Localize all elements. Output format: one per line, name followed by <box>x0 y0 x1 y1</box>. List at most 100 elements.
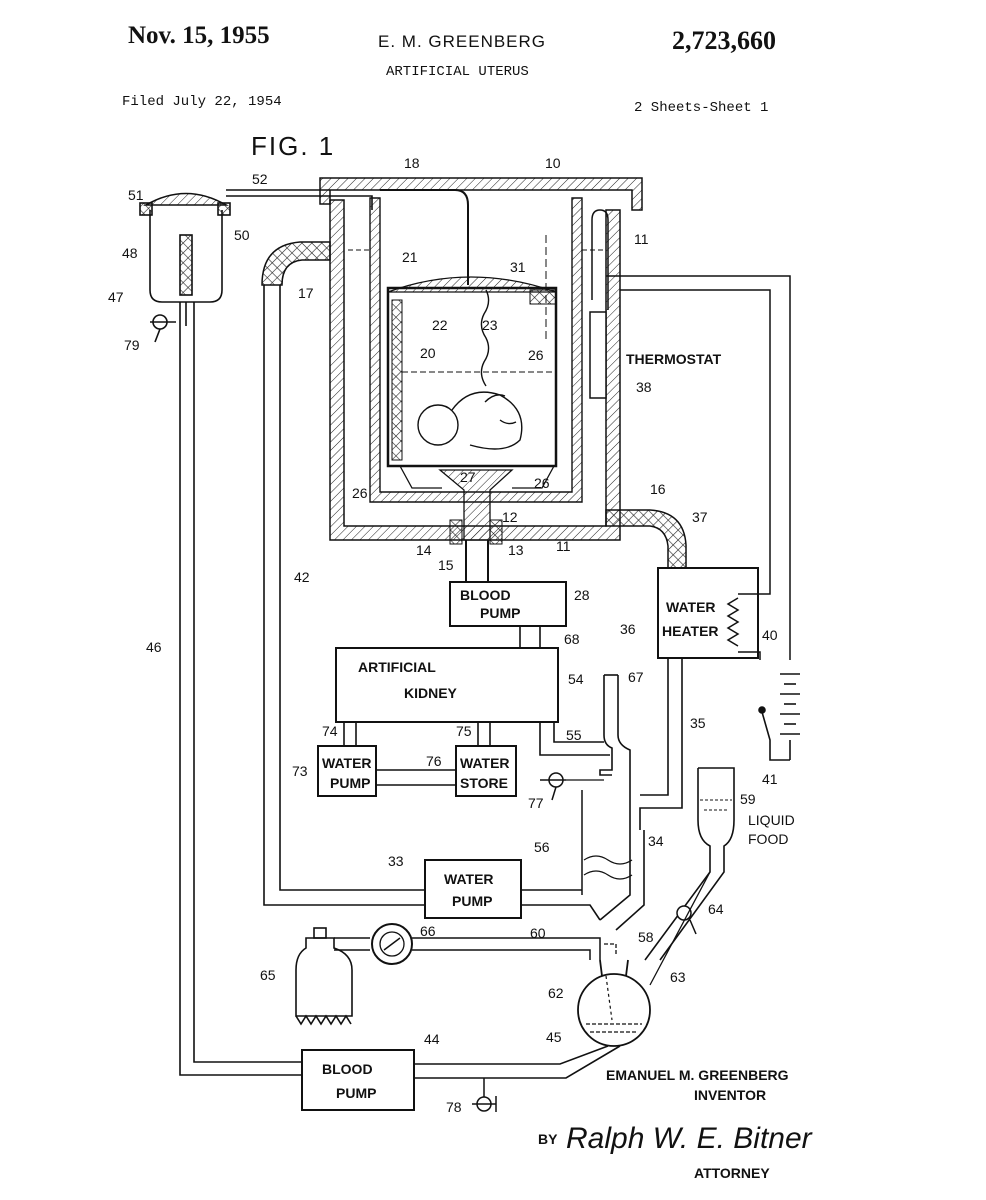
ref-28: 28 <box>574 587 590 603</box>
ref-67: 67 <box>628 669 644 685</box>
ref-13: 13 <box>508 542 524 558</box>
ref-75: 75 <box>456 723 472 739</box>
ref-42: 42 <box>294 569 310 585</box>
blood-pump-28-box <box>449 581 567 627</box>
water-pump-73-label-1: WATER <box>322 755 372 771</box>
umbilical-tube-23 <box>380 189 469 285</box>
ref-78: 78 <box>446 1099 462 1115</box>
water-pump-33-box <box>424 859 522 919</box>
pipe-34 <box>599 820 631 921</box>
gas-tank-65 <box>295 927 353 1026</box>
ref-33: 33 <box>388 853 404 869</box>
ref-45: 45 <box>546 1029 562 1045</box>
ref-26c: 26 <box>534 475 550 491</box>
kidney-label-2: KIDNEY <box>404 685 458 701</box>
filter-bottle-48 <box>139 192 231 343</box>
patent-title: ARTIFICIAL UTERUS <box>386 64 529 80</box>
tube-52 <box>226 195 373 210</box>
ref-58: 58 <box>638 929 654 945</box>
blood-pump-44-label-1: BLOOD <box>322 1061 373 1077</box>
ref-76: 76 <box>426 753 442 769</box>
ref-27: 27 <box>460 469 476 485</box>
ref-12: 12 <box>502 509 518 525</box>
thermostat-wire <box>606 275 791 660</box>
ref-63: 63 <box>670 969 686 985</box>
blood-pump-44-box <box>301 1049 415 1111</box>
inner-vessel-10 <box>369 197 583 503</box>
outer-vessel-11 <box>329 199 621 541</box>
ref-38: 38 <box>636 379 652 395</box>
ref-14: 14 <box>416 542 432 558</box>
ref-10: 10 <box>545 155 561 171</box>
ref-11b: 11 <box>556 538 571 554</box>
ref-37: 37 <box>692 509 708 525</box>
ref-68: 68 <box>564 631 580 647</box>
thermostat-label: THERMOSTAT <box>626 351 722 367</box>
ref-26a: 26 <box>528 347 544 363</box>
ref-64: 64 <box>708 901 724 917</box>
blood-pump-28-label-2: PUMP <box>480 605 520 621</box>
water-pump-33-label-1: WATER <box>444 871 494 887</box>
battery-41 <box>758 673 800 761</box>
ref-21: 21 <box>402 249 418 265</box>
chamber-side-wall-26 <box>391 299 403 461</box>
pipe-35 <box>640 658 669 796</box>
elbow-17 <box>261 241 331 286</box>
blood-pump-44-label-2: PUMP <box>336 1085 376 1101</box>
inventor-header: E. M. GREENBERG <box>378 32 547 51</box>
blood-pump-28-label-1: BLOOD <box>460 587 511 603</box>
pipe-45 <box>414 1045 609 1065</box>
figure-label: FIG. 1 <box>251 131 335 161</box>
patent-date: Nov. 15, 1955 <box>128 22 270 49</box>
pipe-63 <box>649 871 711 986</box>
heater-label-1: WATER <box>666 599 716 615</box>
ref-60: 60 <box>530 925 546 941</box>
ref-59: 59 <box>740 791 756 807</box>
ref-20: 20 <box>420 345 436 361</box>
ref-51: 51 <box>128 187 144 203</box>
heater-label-2: HEATER <box>662 623 719 639</box>
ref-48: 48 <box>122 245 138 261</box>
pipe-46 <box>179 302 302 1076</box>
ref-52: 52 <box>252 171 268 187</box>
ref-23: 23 <box>482 317 498 333</box>
sheet-count: 2 Sheets-Sheet 1 <box>634 100 769 116</box>
inventor-name: EMANUEL M. GREENBERG <box>606 1067 789 1083</box>
water-pump-33-label-2: PUMP <box>452 893 492 909</box>
pipe-42 <box>263 285 425 906</box>
ref-26b: 26 <box>352 485 368 501</box>
ref-44: 44 <box>424 1031 440 1047</box>
water-store-label-2: STORE <box>460 775 508 791</box>
ref-55: 55 <box>566 727 582 743</box>
ref-16: 16 <box>650 481 666 497</box>
patent-number: 2,723,660 <box>672 26 776 55</box>
ref-79: 79 <box>124 337 140 353</box>
water-store-box <box>455 745 517 797</box>
ref-65: 65 <box>260 967 276 983</box>
ref-77: 77 <box>528 795 544 811</box>
ref-11: 11 <box>634 231 649 247</box>
ref-74: 74 <box>322 723 338 739</box>
kidney-label-1: ARTIFICIAL <box>358 659 436 675</box>
heater-coil-40 <box>726 597 740 647</box>
ref-31: 31 <box>510 259 526 275</box>
ref-56: 56 <box>534 839 550 855</box>
gas-meter-66 <box>371 923 413 965</box>
artificial-kidney-box <box>335 647 559 723</box>
ref-22: 22 <box>432 317 448 333</box>
water-pump-73-box <box>317 745 377 797</box>
water-pump-73-label-2: PUMP <box>330 775 370 791</box>
ref-40: 40 <box>762 627 778 643</box>
liquid-food-label-2: FOOD <box>748 831 788 847</box>
liquid-food-label-1: LIQUID <box>748 812 795 828</box>
ref-17: 17 <box>298 285 314 301</box>
ref-36: 36 <box>620 621 636 637</box>
fetus-chamber-20 <box>386 286 558 468</box>
pipe-55 <box>539 722 610 756</box>
water-heater-box <box>657 567 759 659</box>
mixing-flask-62 <box>577 959 651 1047</box>
thermostat-38 <box>589 311 607 399</box>
attorney-label: ATTORNEY <box>694 1165 770 1181</box>
ref-34: 34 <box>648 833 664 849</box>
